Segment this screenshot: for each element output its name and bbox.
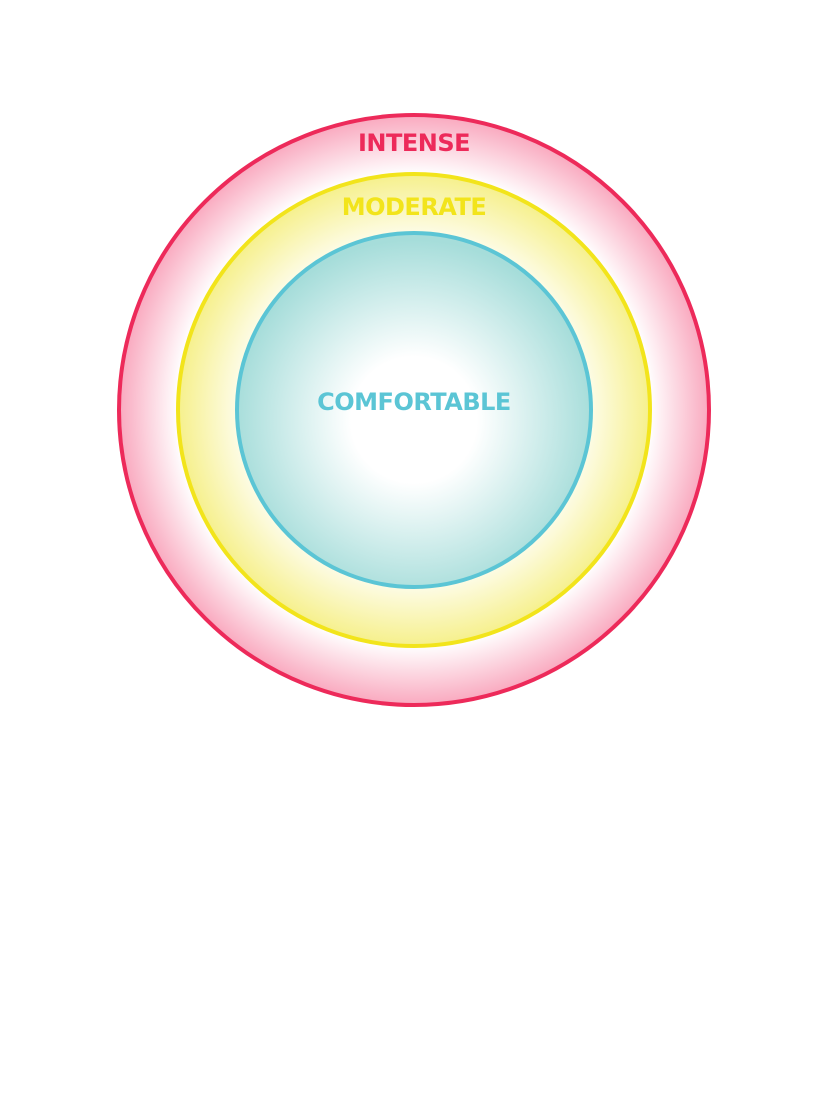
comfortable-zone-circle bbox=[235, 231, 593, 589]
intense-zone-label: INTENSE bbox=[358, 129, 470, 157]
comfortable-zone-label: COMFORTABLE bbox=[317, 388, 511, 416]
moderate-zone-label: MODERATE bbox=[342, 193, 487, 221]
